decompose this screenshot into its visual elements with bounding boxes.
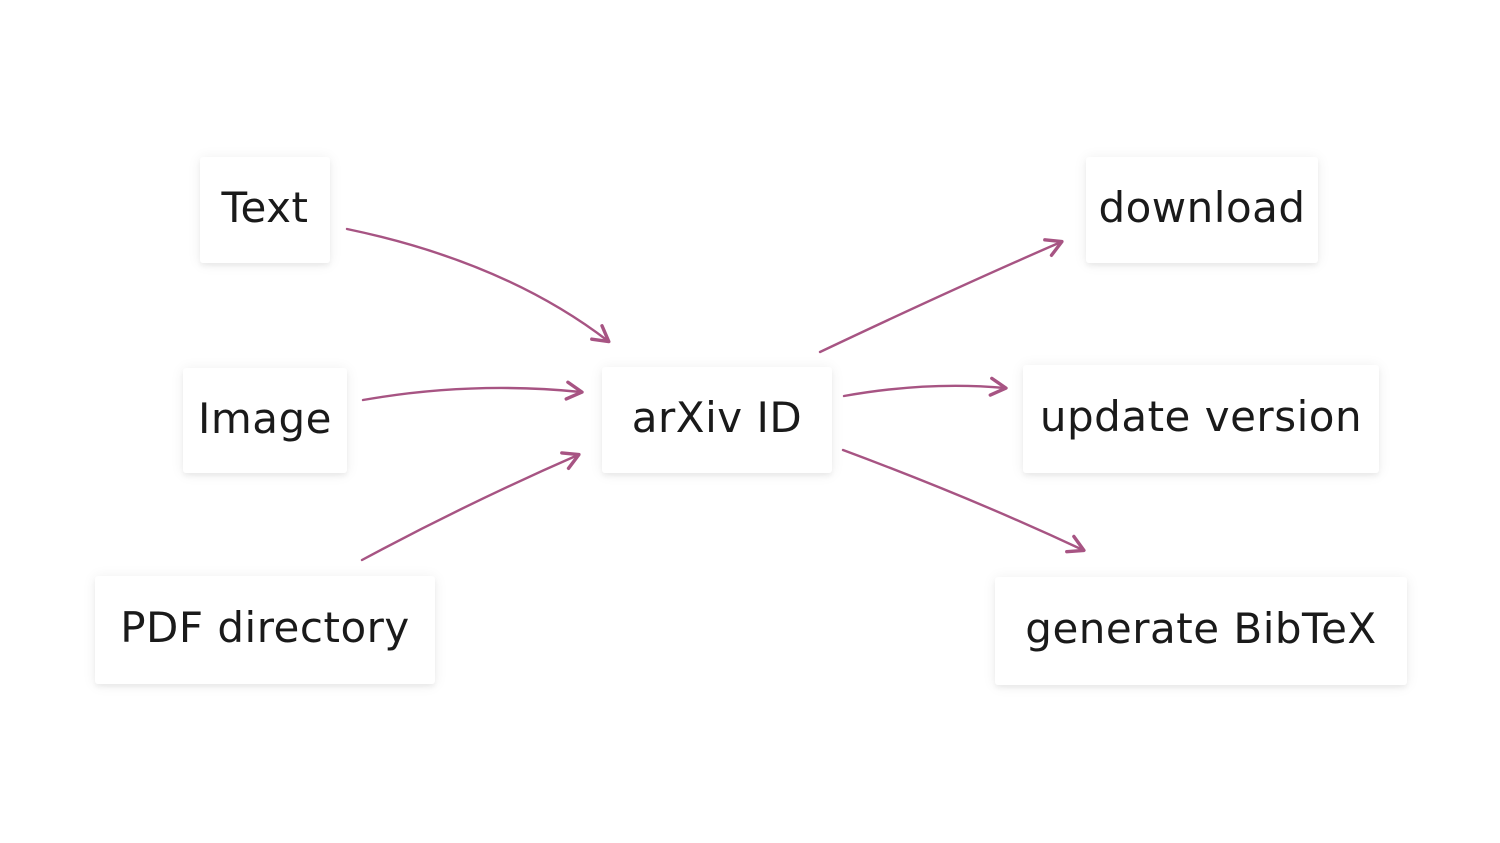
node-download: download bbox=[1086, 157, 1318, 263]
node-text-label: Text bbox=[221, 183, 309, 232]
node-image-label: Image bbox=[197, 393, 333, 443]
node-update-version-label: update version bbox=[1039, 392, 1363, 441]
edge-text-to-arxiv bbox=[345, 227, 611, 344]
node-generate-bibtex-label: generate BibTeX bbox=[1025, 604, 1377, 653]
edge-arxiv-to-download bbox=[818, 238, 1064, 354]
node-update-version: update version bbox=[1023, 365, 1379, 473]
node-image: Image bbox=[183, 368, 347, 473]
node-generate-bibtex: generate BibTeX bbox=[995, 577, 1407, 685]
edge-image-to-arxiv bbox=[361, 380, 584, 402]
edge-arxiv-to-update-version bbox=[842, 376, 1008, 398]
node-pdf-directory-label: PDF directory bbox=[120, 603, 410, 652]
node-text: Text bbox=[200, 157, 330, 263]
node-arxiv-id-label: arXiv ID bbox=[631, 393, 803, 442]
node-pdf-directory: PDF directory bbox=[95, 576, 435, 684]
node-arxiv-id: arXiv ID bbox=[602, 367, 832, 473]
node-download-label: download bbox=[1098, 183, 1306, 232]
edge-pdf-directory-to-arxiv bbox=[360, 451, 581, 562]
